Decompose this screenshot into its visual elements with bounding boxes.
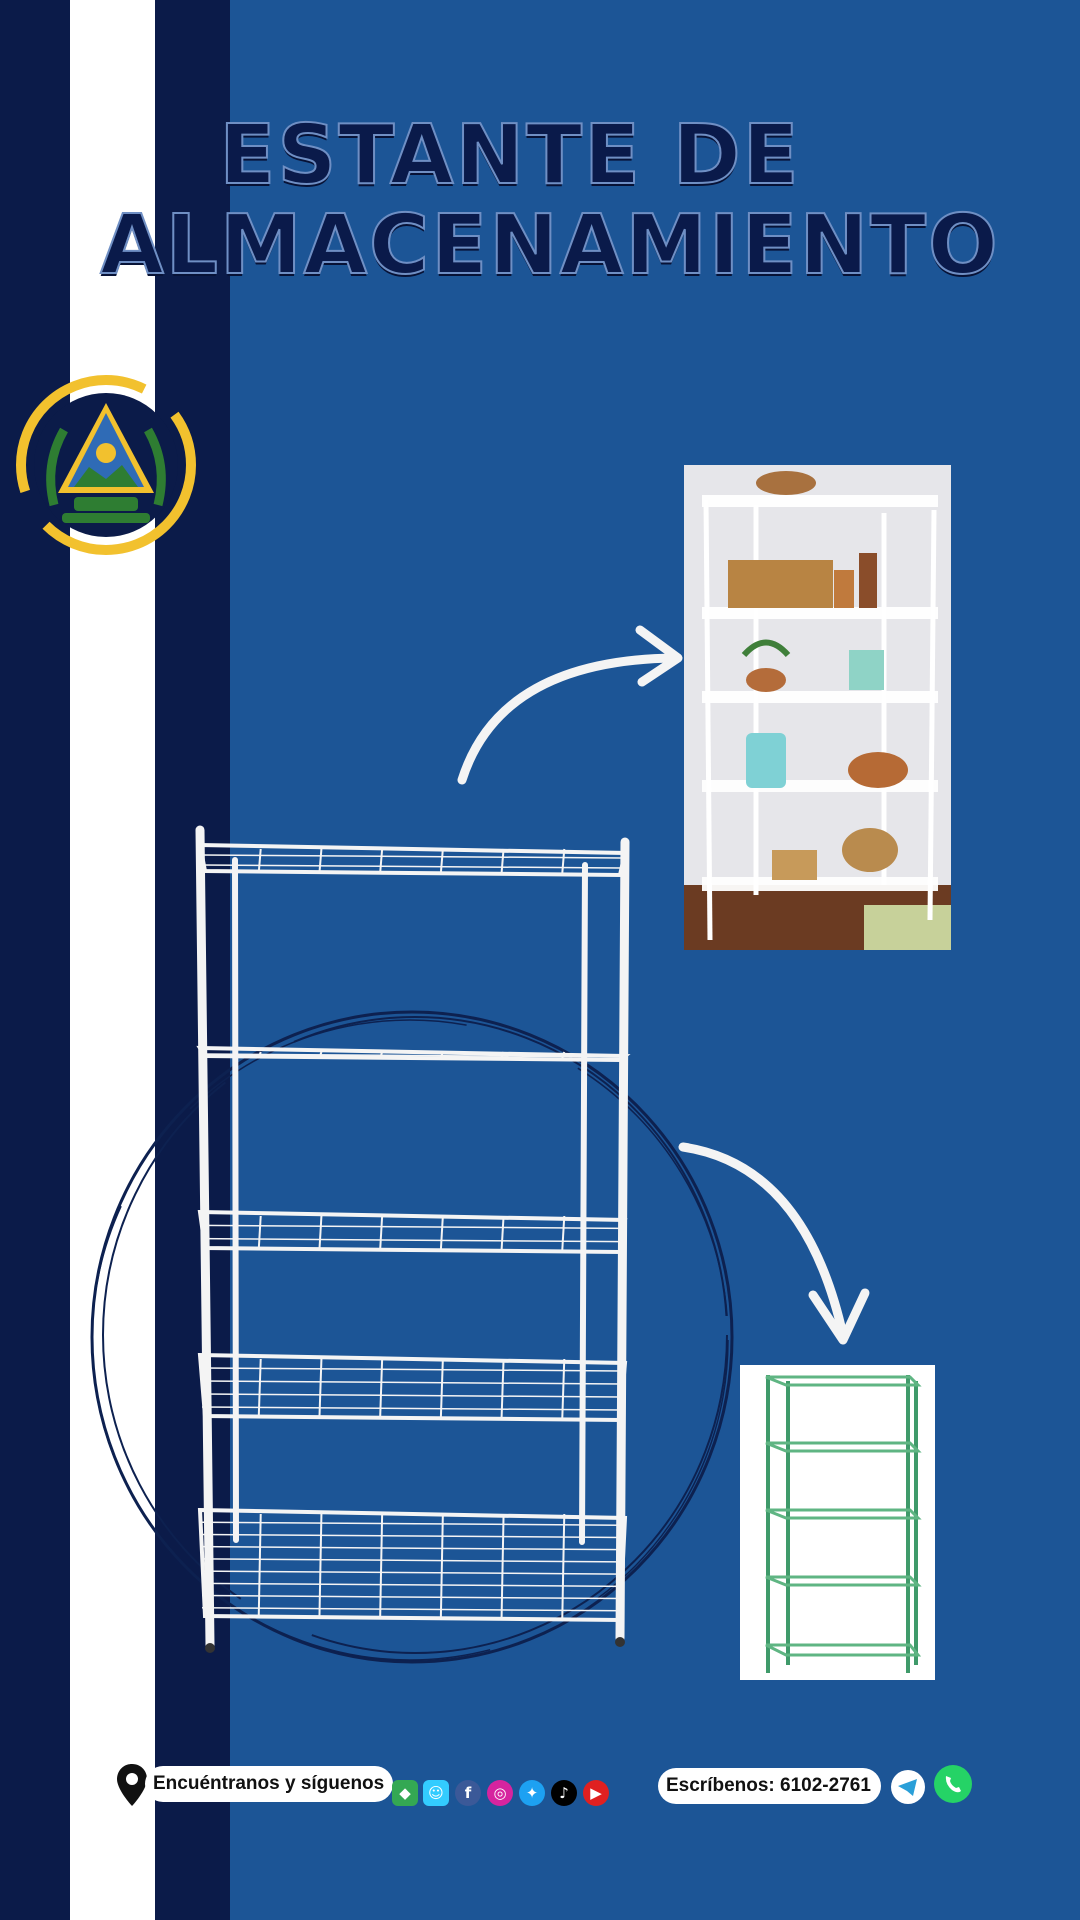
telegram-icon[interactable] <box>890 1769 926 1809</box>
shelf-wire <box>201 1570 623 1575</box>
green-shelf-photo <box>740 1365 935 1680</box>
shelf-wire <box>318 1513 323 1619</box>
shelf-wire <box>201 854 623 859</box>
arrow-to-photo-icon <box>450 620 690 794</box>
waze-icon[interactable]: ☺ <box>423 1780 449 1806</box>
shelf-level <box>197 1352 628 1423</box>
shelf-wire <box>500 1051 505 1059</box>
shelf-wire <box>201 1367 623 1372</box>
shelf-wire <box>318 1215 323 1251</box>
instagram-icon[interactable]: ◎ <box>487 1780 513 1806</box>
shelf-wire <box>500 848 505 874</box>
contact-label: Escríbenos: 6102-2761 <box>658 1768 881 1804</box>
pantry-shelf-photo <box>684 465 951 950</box>
shelf-wire <box>201 1380 623 1385</box>
shelf-wire <box>257 1513 262 1619</box>
youtube-icon[interactable]: ▶ <box>583 1780 609 1806</box>
title-line-2: ALMACENAMIENTO <box>99 197 1000 294</box>
shelf-wire <box>561 1358 566 1419</box>
shelf-wire <box>201 1582 623 1588</box>
shelf-wire <box>439 848 444 874</box>
tiktok-icon[interactable]: ♪ <box>551 1780 577 1806</box>
shelf-wire <box>201 1533 623 1539</box>
shelf-wire <box>201 1558 623 1563</box>
map-pin-icon <box>115 1762 149 1812</box>
shelf-level <box>197 842 628 878</box>
shelf-wire <box>201 1053 623 1058</box>
twitter-icon[interactable]: ✦ <box>519 1780 545 1806</box>
shelf-wire <box>318 1358 323 1419</box>
shelf-wire <box>201 1237 623 1243</box>
arrow-to-variant-icon <box>675 1135 875 1354</box>
footer-bar: Encuéntranos y síguenos ◆ ☺ f ◎ ✦ ♪ ▶ Es… <box>115 1762 995 1822</box>
whatsapp-icon[interactable] <box>933 1764 973 1808</box>
shelf-wire <box>561 848 566 874</box>
left-stripe-dark-inner <box>155 0 230 1920</box>
shelf-wire <box>439 1513 444 1619</box>
title-line-1: ESTANTE DE <box>218 107 801 204</box>
shelf-wire <box>257 848 262 874</box>
decorative-circle <box>85 1005 740 1674</box>
facebook-icon[interactable]: f <box>455 1780 481 1806</box>
shelf-wire <box>379 1513 384 1619</box>
shelf-wire <box>201 864 623 869</box>
shelf-wire <box>201 1545 623 1551</box>
shelf-wire <box>201 1406 623 1411</box>
shelf-wire <box>500 1513 505 1619</box>
shelf-wire <box>201 1521 623 1526</box>
shelf-wire <box>561 1215 566 1251</box>
shelf-wire <box>201 1393 623 1398</box>
shelf-wire <box>318 848 323 874</box>
shelf-wire <box>379 1215 384 1251</box>
shelf-wire <box>257 1215 262 1251</box>
shelf-wire <box>561 1513 566 1619</box>
main-product-shelf <box>180 820 650 1659</box>
shelf-wire <box>500 1358 505 1419</box>
shelf-wire <box>500 1215 505 1251</box>
shelf-wire <box>379 1358 384 1419</box>
shelf-wire <box>379 848 384 874</box>
shelf-wire <box>201 1594 623 1600</box>
shelf-wire <box>201 1607 623 1612</box>
shelf-wire <box>439 1215 444 1251</box>
left-stripe-white <box>70 0 155 1920</box>
find-us-label: Encuéntranos y síguenos <box>145 1766 393 1802</box>
shelf-level <box>197 1209 628 1255</box>
left-stripe-dark <box>0 0 70 1920</box>
shelf-wire <box>201 1224 623 1230</box>
coat-of-arms-emblem <box>14 375 199 559</box>
shelf-level <box>197 1507 628 1623</box>
google-maps-icon[interactable]: ◆ <box>392 1780 418 1806</box>
